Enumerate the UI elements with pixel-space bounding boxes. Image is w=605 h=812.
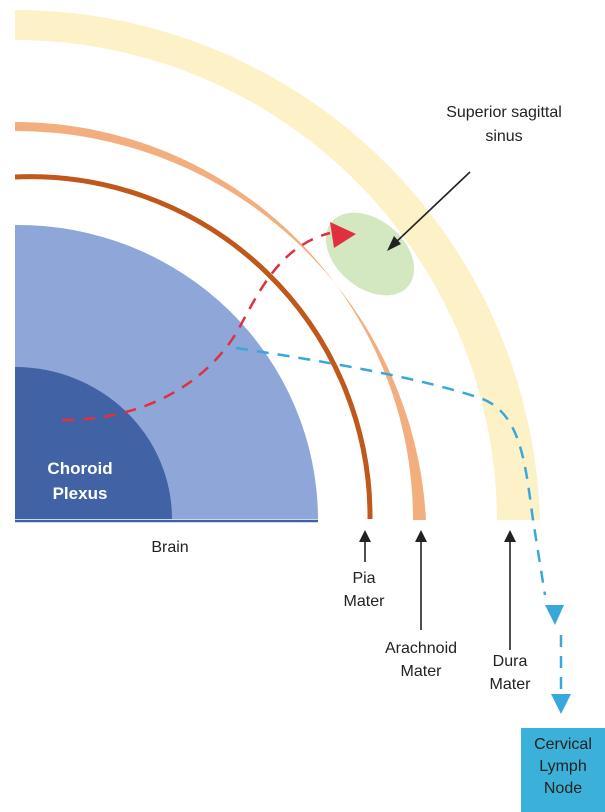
dura-mater-label-2: Mater — [490, 676, 532, 693]
pia-pointer-arrowhead — [359, 530, 371, 542]
arachnoid-mater-label-2: Mater — [401, 663, 443, 680]
blue-arrowhead-upper — [545, 605, 564, 625]
blue-arrowhead-lower — [551, 694, 571, 714]
superior-sagittal-sinus-label-2: sinus — [485, 128, 522, 145]
choroid-plexus-label-2: Plexus — [53, 484, 108, 503]
cervical-lymph-node-label-3: Node — [521, 778, 605, 800]
pia-mater-label-1: Pia — [352, 570, 375, 587]
arachnoid-pointer-arrowhead — [415, 530, 427, 542]
dura-pointer-arrowhead — [504, 530, 516, 542]
choroid-plexus-label-1: Choroid — [47, 459, 112, 478]
cervical-lymph-node-label-1: Cervical — [521, 734, 605, 756]
pia-mater-label-2: Mater — [344, 593, 386, 610]
dura-mater-label-1: Dura — [493, 653, 528, 670]
cervical-lymph-node: Cervical Lymph Node — [521, 728, 605, 812]
superior-sagittal-sinus-label-1: Superior sagittal — [446, 104, 562, 121]
brain-label: Brain — [151, 539, 188, 556]
cervical-lymph-node-label-2: Lymph — [521, 756, 605, 778]
arachnoid-mater-label-1: Arachnoid — [385, 640, 457, 657]
